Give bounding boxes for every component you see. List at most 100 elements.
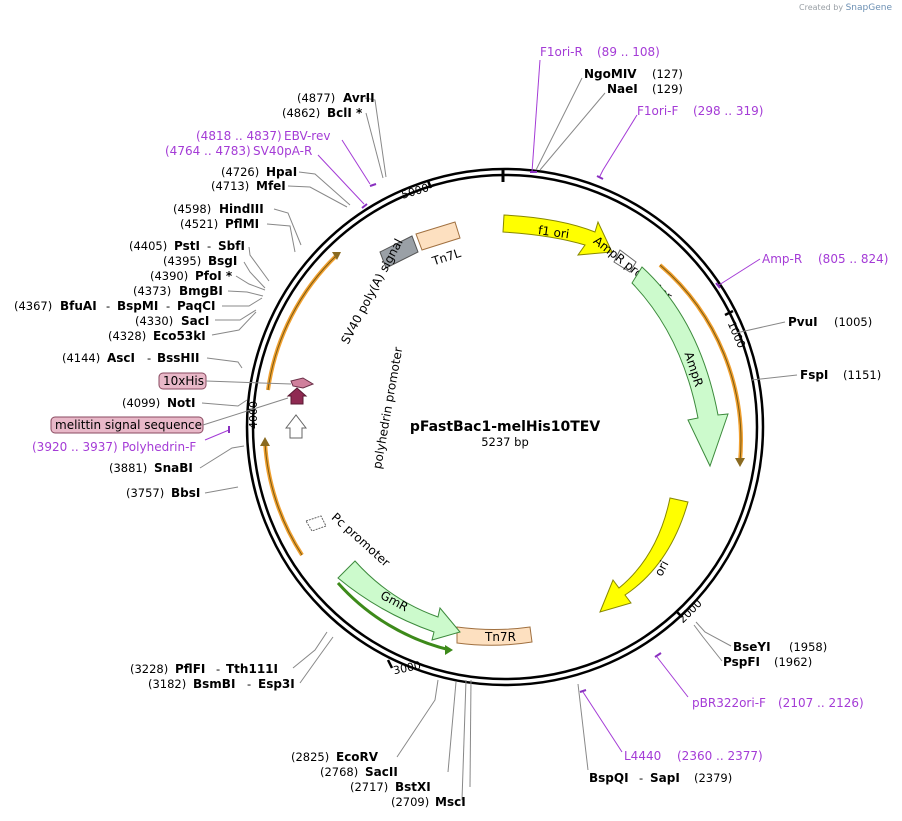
svg-text:(3881): (3881) <box>109 461 147 475</box>
enzyme-bstxi: (2717) BstXI <box>350 780 431 794</box>
svg-text:-: - <box>147 351 151 365</box>
enzyme-pflfi-tth111i: (3228) PflFI - Tth111I <box>130 662 278 676</box>
enzyme-bsmbi-esp3i: (3182) BsmBI - Esp3I <box>148 677 295 691</box>
svg-text:-: - <box>216 662 220 676</box>
orf-arc-left-lower <box>263 441 304 557</box>
enzyme-pvui: PvuI (1005) <box>788 315 872 329</box>
svg-text:SacII: SacII <box>365 765 398 779</box>
primer-range: (2107 .. 2126) <box>778 696 864 710</box>
primer-range: (805 .. 824) <box>818 252 888 266</box>
enzyme-bfuai-bspmi-paqci: (4367) BfuAI - BspMI - PaqCI <box>14 299 215 313</box>
svg-text:PstI: PstI <box>174 239 200 253</box>
svg-text:PflFI: PflFI <box>175 662 205 676</box>
svg-text:BbsI: BbsI <box>171 486 200 500</box>
primer-name: Amp-R <box>762 252 802 266</box>
svg-text:(2825): (2825) <box>291 750 329 764</box>
tick-label-3000: 3000 <box>392 659 422 678</box>
svg-text:(4099): (4099) <box>122 396 160 410</box>
svg-text:SacI: SacI <box>181 314 209 328</box>
svg-text:NotI: NotI <box>167 396 196 410</box>
svg-text:(127): (127) <box>652 67 683 81</box>
svg-text:SnaBI: SnaBI <box>154 461 193 475</box>
svg-text:BclI *: BclI * <box>327 106 363 120</box>
svg-text:BfuAI: BfuAI <box>60 299 97 313</box>
primer-range: (298 .. 319) <box>693 104 763 118</box>
primer-name: F1ori-F <box>637 104 678 118</box>
primer-range: (4764 .. 4783) <box>165 144 251 158</box>
svg-text:BspQI: BspQI <box>589 771 629 785</box>
svg-text:-: - <box>639 771 643 785</box>
primer-pbr322ori-f: pBR322ori-F (2107 .. 2126) <box>654 652 864 710</box>
enzyme-pflmi: (4521) PflMI <box>180 217 259 231</box>
snapgene-credit: Created by SnapGene <box>799 3 892 13</box>
enzyme-leaders <box>199 77 798 801</box>
enzyme-bmgbi: (4373) BmgBI <box>133 284 223 298</box>
svg-text:(3757): (3757) <box>126 486 164 500</box>
svg-text:Esp3I: Esp3I <box>258 677 295 691</box>
svg-text:HpaI: HpaI <box>266 165 297 179</box>
enzyme-bseyi: BseYI (1958) <box>733 640 827 654</box>
feature-ampr <box>631 266 729 468</box>
svg-text:NgoMIV: NgoMIV <box>584 67 637 81</box>
svg-text:(4395): (4395) <box>163 254 201 268</box>
svg-text:(4713): (4713) <box>211 179 249 193</box>
feature-polyhedrin-promoter <box>284 414 308 439</box>
svg-text:EcoRV: EcoRV <box>336 750 379 764</box>
feature-f1ori <box>502 214 613 256</box>
svg-text:(1958): (1958) <box>789 640 827 654</box>
primer-f1ori-f: F1ori-F (298 .. 319) <box>596 104 763 180</box>
enzyme-avrii: (4877) AvrII <box>297 91 375 105</box>
enzyme-mfei: (4713) MfeI <box>211 179 286 193</box>
primer-range: (2360 .. 2377) <box>677 749 763 763</box>
svg-text:BstXI: BstXI <box>395 780 431 794</box>
svg-text:BsmBI: BsmBI <box>193 677 235 691</box>
orf-arrowhead-gmr <box>445 645 453 655</box>
svg-text:SapI: SapI <box>650 771 680 785</box>
svg-text:AvrII: AvrII <box>343 91 375 105</box>
svg-text:MfeI: MfeI <box>256 179 286 193</box>
enzyme-asci-bsshii: (4144) AscI - BssHII <box>62 351 199 365</box>
svg-text:(1151): (1151) <box>843 368 881 382</box>
enzyme-psti-sbfi: (4405) PstI - SbfI <box>129 239 245 253</box>
melittin-leader <box>202 397 289 426</box>
svg-text:(4144): (4144) <box>62 351 100 365</box>
svg-text:(4862): (4862) <box>282 106 320 120</box>
enzyme-snabi: (3881) SnaBI <box>109 461 193 475</box>
feature-label-sv40-polya: SV40 poly(A) signal <box>338 236 405 346</box>
svg-text:BssHII: BssHII <box>157 351 199 365</box>
tick-label-5000: 5000 <box>400 181 431 202</box>
svg-text:BseYI: BseYI <box>733 640 771 654</box>
svg-text:(4390): (4390) <box>150 269 188 283</box>
svg-text:(3182): (3182) <box>148 677 186 691</box>
tick-label-1000: 1000 <box>725 319 748 350</box>
enzyme-bcli: (4862) BclI * <box>282 106 363 120</box>
orf-arrowhead-left-upper <box>332 252 341 260</box>
enzyme-pspfi: PspFI (1962) <box>723 655 812 669</box>
svg-text:(2379): (2379) <box>694 771 732 785</box>
svg-text:PspFI: PspFI <box>723 655 760 669</box>
feature-ampr-promoter <box>613 249 637 273</box>
primer-ebv-rev: (4818 .. 4837) EBV-rev <box>196 129 377 187</box>
svg-text:Eco53kI: Eco53kI <box>153 329 206 343</box>
enzyme-eco53ki: (4328) Eco53kI <box>108 329 206 343</box>
enzyme-pfoi: (4390) PfoI * <box>150 269 233 283</box>
orf-arrowhead-ampr <box>735 458 745 467</box>
tick-mark-1000 <box>724 309 734 317</box>
backbone-outer <box>245 167 765 687</box>
svg-text:(4877): (4877) <box>297 91 335 105</box>
svg-text:(4328): (4328) <box>108 329 146 343</box>
feature-sv40-polya <box>379 235 419 269</box>
enzyme-naei: NaeI (129) <box>607 82 683 96</box>
feature-label-tn7r: Tn7R <box>484 630 516 644</box>
feature-pc-promoter <box>305 515 327 532</box>
feature-label-ori: ori <box>652 558 672 578</box>
melittin-label: melittin signal sequence <box>55 418 202 432</box>
enzyme-sacii: (2768) SacII <box>320 765 398 779</box>
orf-arc-borders <box>264 253 742 556</box>
primer-l4440: L4440 (2360 .. 2377) <box>579 689 763 763</box>
enzyme-noti: (4099) NotI <box>122 396 196 410</box>
feature-melittin <box>286 387 308 405</box>
feature-label-polyhedrin-promoter: polyhedrin promoter <box>370 346 405 470</box>
backbone-inner <box>251 173 759 681</box>
